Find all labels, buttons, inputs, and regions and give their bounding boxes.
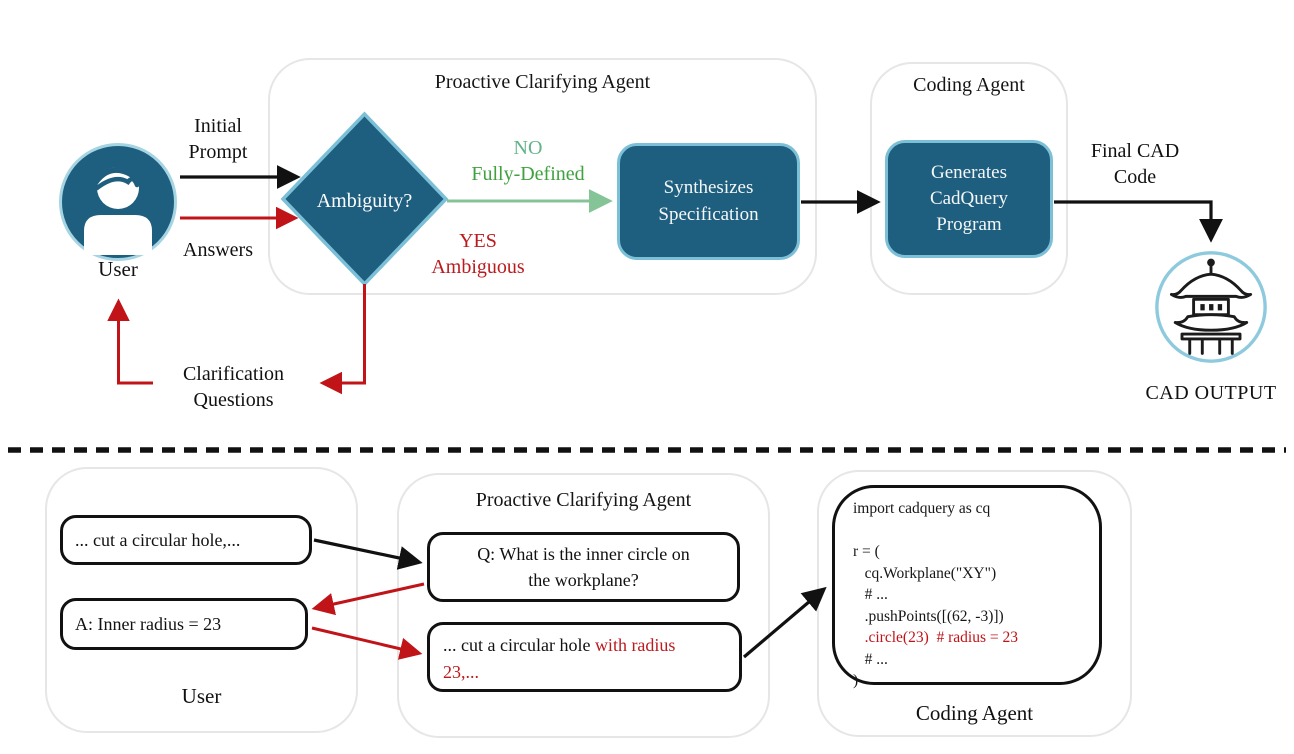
fully-defined-label: Fully-Defined [471,163,585,185]
code-line: # ... [853,650,888,668]
cadquery-code-block: import cadquery as cq r = ( cq.Workplane… [832,485,1102,689]
user-example-label: User [181,684,222,708]
user-label: User [98,257,138,281]
ambiguity-diamond-label: Ambiguity? [316,190,413,212]
no-branch-label: NO [513,137,543,159]
final-cad-code-label: Final CAD Code [1090,140,1180,188]
clarification-questions-label: Clarification Questions [182,363,285,411]
refined-prompt-bubble: ... cut a circular hole with radius 23,.… [427,622,742,692]
code-line: .pushPoints([(62, -3)]) [853,607,1004,625]
user-icon [57,141,179,268]
synthesizes-specification-box: Synthesizes Specification [617,143,800,260]
code-line: # ... [853,586,888,603]
code-line: import cadquery as cq [853,500,991,517]
proactive-panel-title: Proactive Clarifying Agent [434,71,651,93]
cad-output-pagoda-icon [1153,249,1269,370]
clarifying-example-title: Proactive Clarifying Agent [475,489,692,511]
cad-output-label: CAD OUTPUT [1145,382,1277,404]
refined-prompt-red-text: with radius [594,635,676,655]
code-line [853,520,1091,542]
code-line: r = ( [853,543,880,560]
arrow-clarification-to-user [107,298,153,385]
generates-cadquery-box: Generates CadQuery Program [885,140,1053,258]
user-prompt-text: ... cut a circular hole,... [75,529,241,550]
arrow-final-cad [1054,200,1223,243]
coding-panel-title: Coding Agent [913,74,1025,96]
clarifying-question-bubble: Q: What is the inner circle on the workp… [427,532,740,602]
user-prompt-bubble: ... cut a circular hole,... [60,515,312,565]
code-line-highlighted: .circle(23) # radius = 23 [853,629,1018,646]
ambiguous-label: Ambiguous [431,256,525,278]
clarifying-example-panel [397,473,770,738]
yes-branch-label: YES [459,230,497,252]
refined-prompt-red-text-2: 23,... [443,662,479,682]
code-line: ) [853,672,859,689]
answers-label: Answers [183,239,253,261]
initial-prompt-label: Initial Prompt [188,115,248,163]
coding-example-label: Coding Agent [915,701,1034,725]
refined-prompt-black-text: ... cut a circular hole [443,635,595,655]
user-answer-text: A: Inner radius = 23 [75,613,222,634]
arrow-yes-to-clarification [319,284,366,395]
code-line: cq.Workplane("XY") [853,564,997,582]
user-answer-bubble: A: Inner radius = 23 [60,598,308,650]
